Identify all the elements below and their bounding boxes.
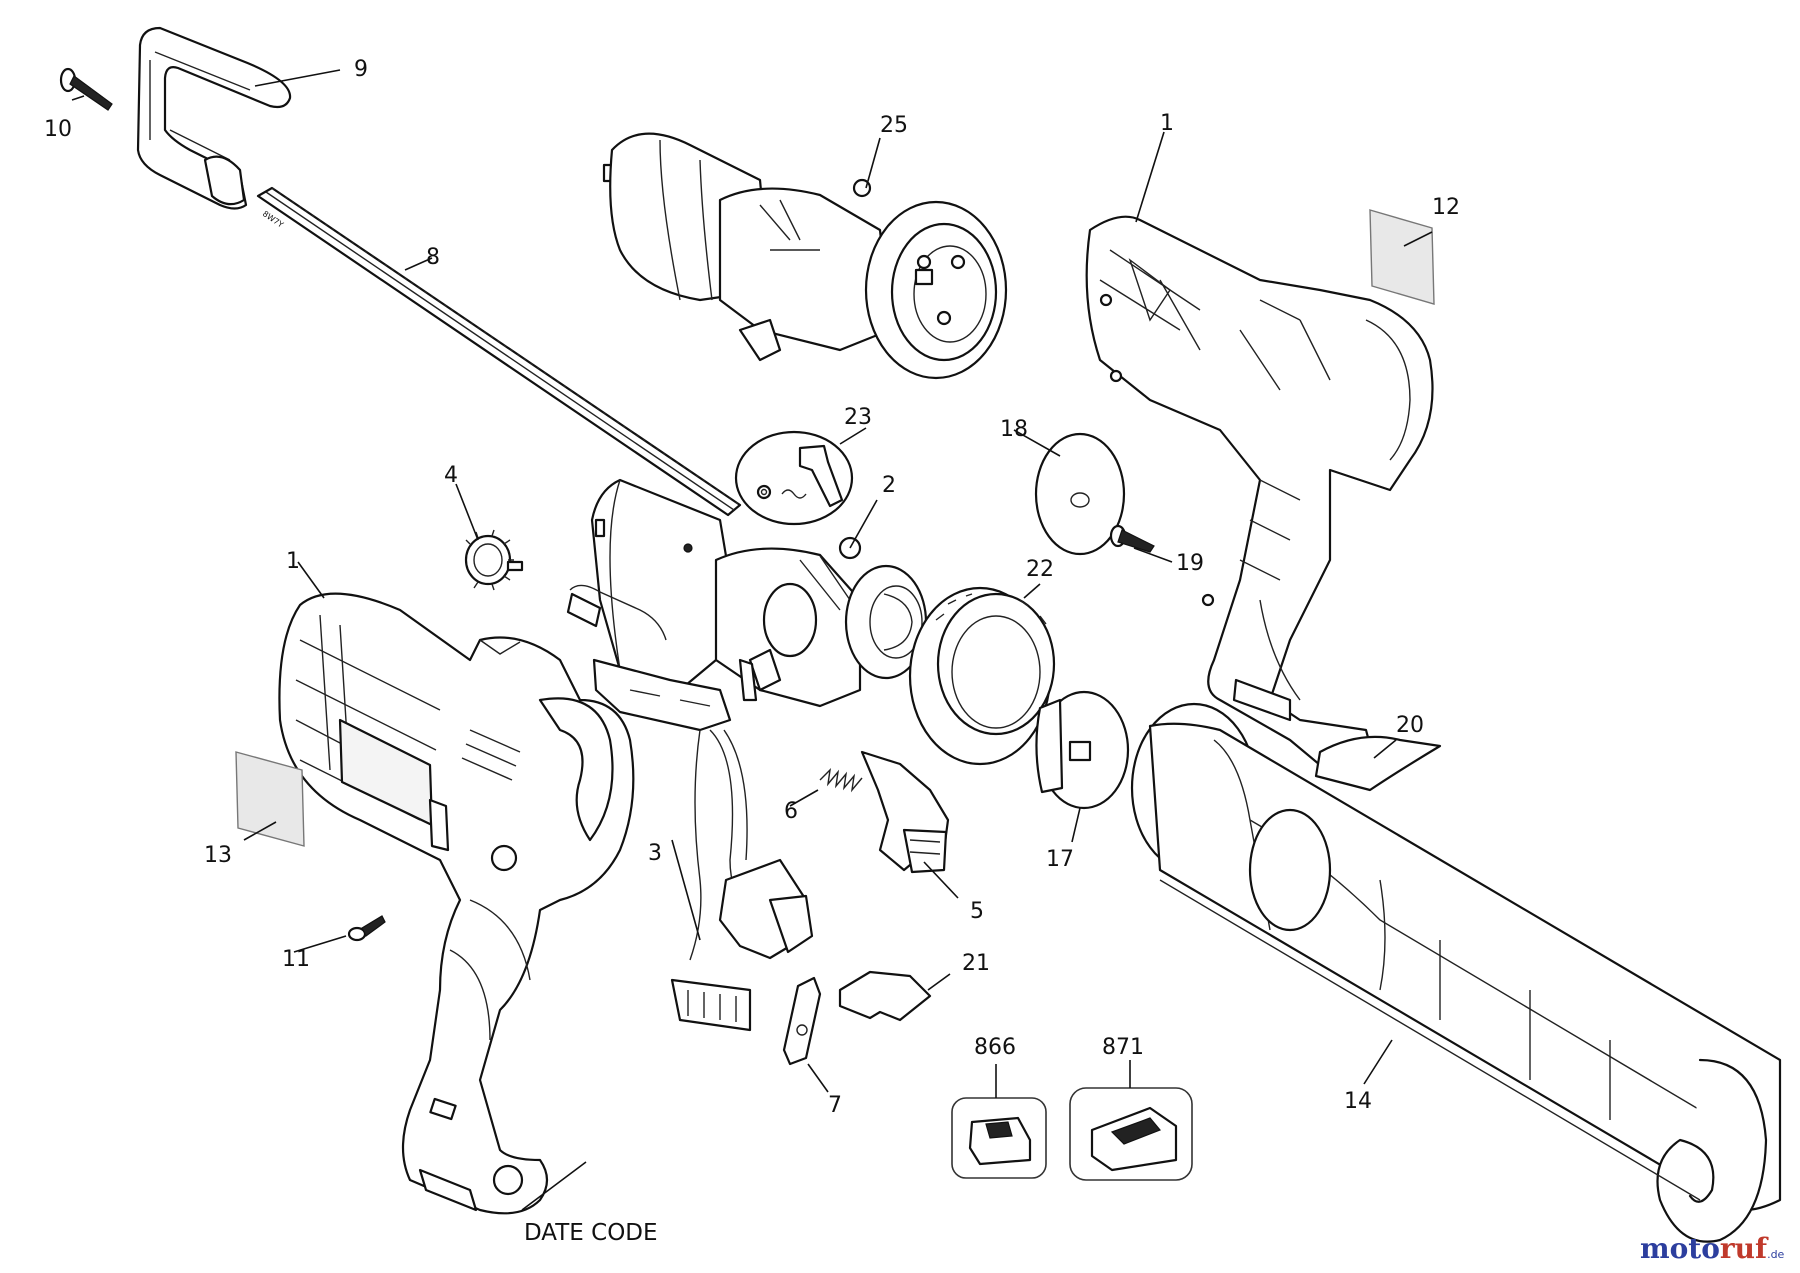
callout-19: 19 [1176,551,1204,576]
callout-1-right: 1 [1160,111,1174,136]
part-21-sticker [838,970,932,1022]
callout-4: 4 [444,463,458,488]
callout-7: 7 [828,1093,842,1118]
part-1-housing-left [278,592,635,1215]
part-4-drive-gear [464,529,524,591]
part-18-washer [1034,432,1126,556]
callout-9: 9 [354,57,368,82]
callout-23: 23 [844,405,872,430]
watermark-logo: motoruf.de [1640,1232,1785,1265]
part-5-trigger [860,750,950,874]
callout-17: 17 [1046,847,1074,872]
callout-12: 12 [1432,195,1460,220]
part-22-locking-ring [908,586,1056,766]
part-14-cartridge-tube [1130,702,1782,1243]
part-3-wiring-switch [566,584,814,1032]
svg-text:motoruf.de: motoruf.de [1640,1232,1785,1265]
part-13-label-sticker [235,751,305,847]
part-6-spring [819,768,863,793]
charger-871 [1069,1087,1193,1181]
part-8-toothed-rack: 8W7Y [256,186,742,517]
callout-14: 14 [1344,1089,1372,1114]
part-20-curved-label [1314,735,1442,792]
part-19-screw [1109,524,1155,553]
callout-5: 5 [970,899,984,924]
callout-22: 22 [1026,557,1054,582]
callout-3: 3 [648,841,662,866]
part-12-label-sticker [1369,209,1435,305]
callout-6: 6 [784,799,798,824]
callout-866: 866 [974,1035,1016,1060]
callout-labels: 1 1 2 3 4 5 6 7 8 9 10 11 12 13 14 17 18… [44,57,1460,1246]
part-9-hook-handle [136,26,292,210]
part-11-screw [347,915,386,942]
part-7-slider [782,976,822,1066]
leader-lines [71,69,1433,1211]
callout-2: 2 [882,473,896,498]
callout-8: 8 [426,245,440,270]
battery-866 [951,1097,1047,1179]
watermark-suffix: .de [1767,1248,1784,1261]
callout-20: 20 [1396,713,1424,738]
part-1-housing-right [1085,215,1434,772]
callout-18: 18 [1000,417,1028,442]
part-25-motor-assembly [602,132,1008,380]
watermark-part2: ruf [1720,1232,1769,1265]
callout-10: 10 [44,117,72,142]
callout-25: 25 [880,113,908,138]
part-23-lever-inset [734,430,854,526]
part-10-screw [59,67,113,111]
callout-21: 21 [962,951,990,976]
callout-1-left: 1 [286,549,300,574]
watermark-part1: moto [1640,1232,1720,1265]
callout-871: 871 [1102,1035,1144,1060]
callout-11: 11 [282,947,310,972]
part-17-plunger-disc [1035,690,1130,810]
date-code-label: DATE CODE [524,1220,658,1246]
callout-13: 13 [204,843,232,868]
